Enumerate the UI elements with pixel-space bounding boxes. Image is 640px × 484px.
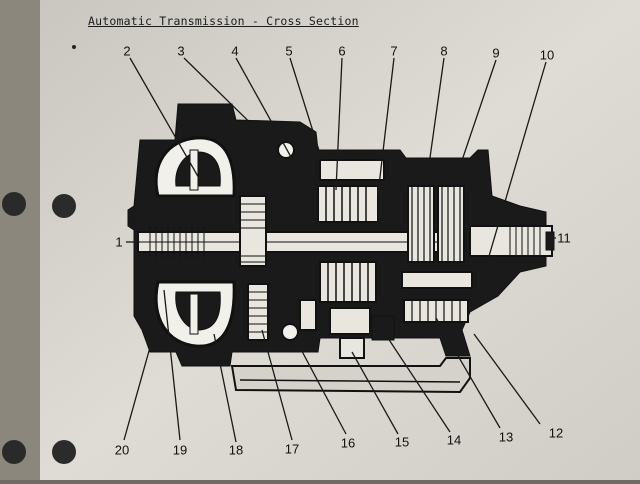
callout-14: 14	[446, 432, 462, 448]
callout-4: 4	[231, 43, 239, 59]
callout-7: 7	[390, 43, 398, 59]
clutch-pack-lower	[319, 261, 377, 303]
transmission-cross-section	[127, 103, 555, 394]
callout-6: 6	[338, 43, 346, 59]
valve-body	[339, 337, 365, 359]
callout-15: 15	[394, 434, 410, 450]
pump-gear-lower	[247, 283, 269, 341]
callout-1: 1	[115, 234, 123, 250]
leader-lines	[123, 57, 556, 443]
binder-hole	[52, 440, 76, 464]
callout-18: 18	[228, 442, 244, 458]
callout-12: 12	[548, 425, 564, 441]
callout-17: 17	[284, 441, 300, 457]
binder-hole	[52, 194, 76, 218]
callout-2: 2	[123, 43, 131, 59]
pump-gear-upper	[239, 195, 267, 267]
callout-11: 11	[557, 230, 571, 246]
output-shaft	[469, 225, 553, 257]
callout-5: 5	[285, 43, 293, 59]
callout-8: 8	[440, 43, 448, 59]
clutch-pack-upper	[317, 185, 379, 223]
bearing	[281, 323, 299, 341]
callout-19: 19	[172, 442, 188, 458]
callout-20: 20	[114, 442, 130, 458]
binder-hole	[2, 192, 26, 216]
callout-3: 3	[177, 43, 185, 59]
page-title: Automatic Transmission - Cross Section	[88, 14, 359, 28]
ink-dot	[72, 45, 76, 49]
bearing	[277, 141, 295, 159]
binder-hole	[2, 440, 26, 464]
callout-13: 13	[498, 429, 514, 445]
callout-16: 16	[340, 435, 356, 451]
callout-10: 10	[539, 47, 555, 63]
callout-9: 9	[492, 45, 500, 61]
